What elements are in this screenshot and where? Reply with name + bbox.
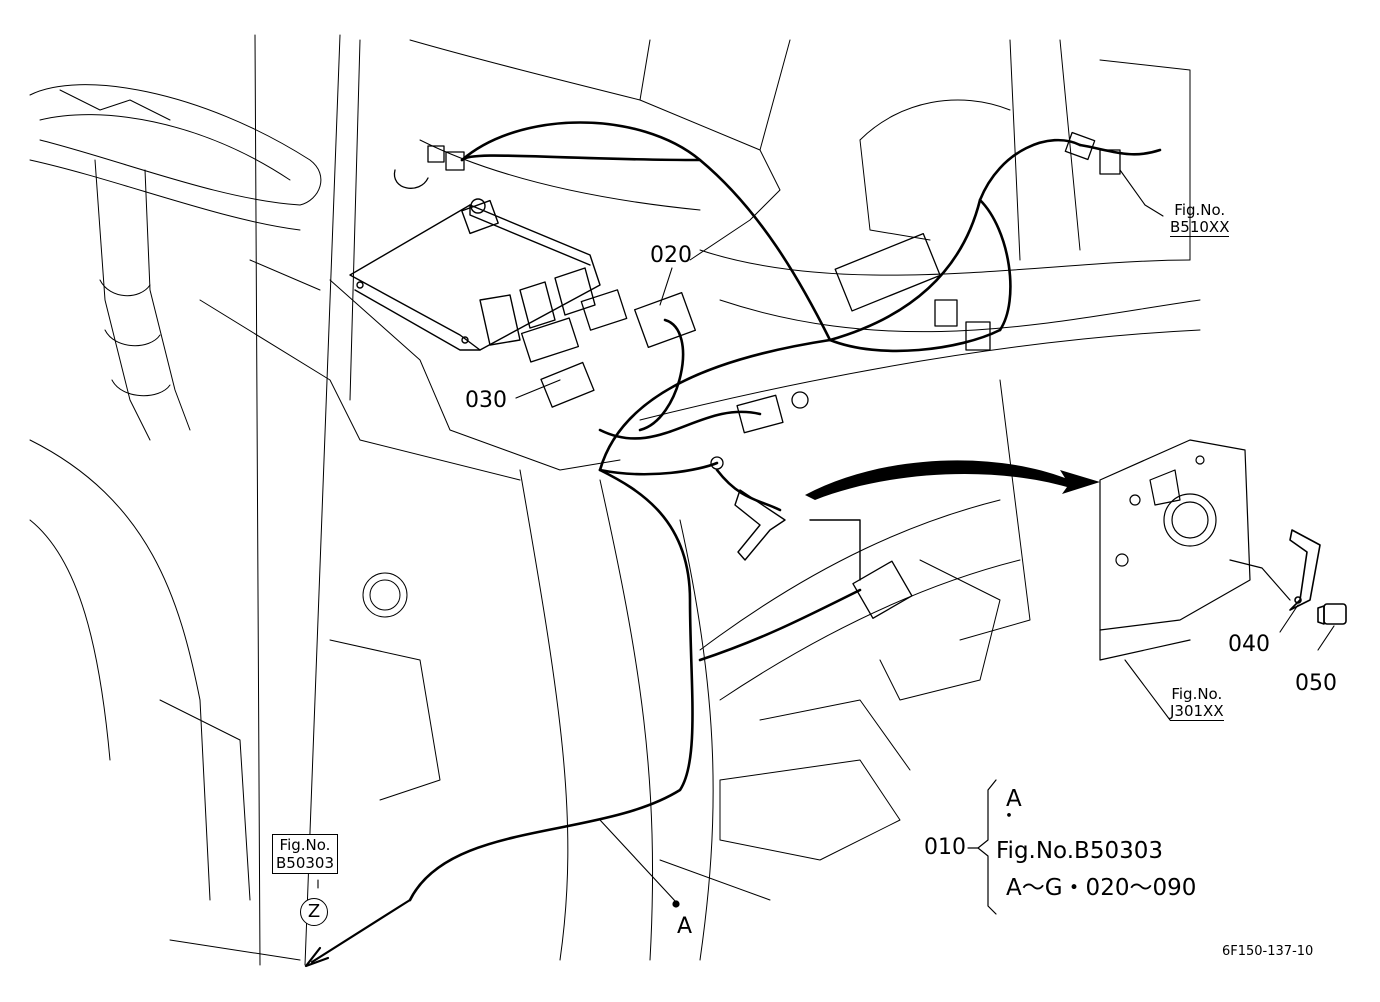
ref-j301-line2: J301XX [1170,702,1224,721]
part-label-010: 010 [924,835,966,860]
part-label-050: 050 [1295,671,1337,696]
detail-pointer-arrow [805,460,1100,500]
ref-j301-line1: Fig.No. [1171,685,1223,703]
note-010-row4: A～G・020～090 [1006,875,1197,901]
note-brace [967,779,997,915]
ref-fig-b50303: Fig.No. B50303 [272,834,339,874]
part-label-020: 020 [650,243,692,268]
harness-connectors [393,131,1121,619]
bolt-050 [1317,603,1347,625]
point-a-dot [672,900,680,908]
note-010-row2: ・ [1000,806,1018,827]
part-label-030: 030 [465,388,507,413]
part-label-040: 040 [1228,632,1270,657]
drawing-code: 6F150-137-10 [1222,944,1314,959]
ref-b510-line2: B510XX [1170,218,1230,237]
ref-b50303-line1: Fig.No. [279,836,331,854]
ref-b510-line1: Fig.No. [1174,201,1226,219]
tractor-body-outline [29,34,1201,966]
leader-lines [317,169,1335,903]
wire-harness [304,121,1162,968]
bracket-040 [1289,529,1321,611]
detail-view-frame [1099,439,1291,661]
ref-symbol-z: Z [300,898,328,926]
ref-fig-j301xx: Fig.No. J301XX [1170,686,1224,721]
ref-b50303-line2: B50303 [276,854,335,872]
ref-fig-b510xx: Fig.No. B510XX [1170,201,1230,237]
note-010-row3: Fig.No.B50303 [996,838,1163,864]
note-010-row1: A [1006,786,1022,812]
point-label-a: A [677,914,693,939]
engine-control-unit [349,198,601,351]
harness-bracket-clamp [734,489,861,581]
